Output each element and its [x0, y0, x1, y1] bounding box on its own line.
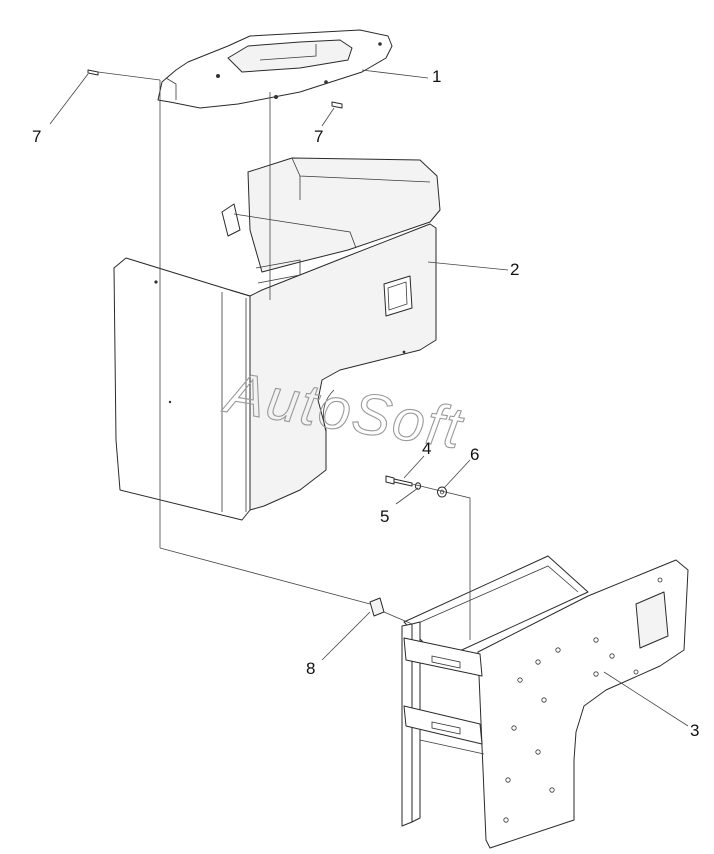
part-3-mounting-frame	[401, 555, 689, 849]
part-8-clip-nut	[369, 597, 385, 617]
part-1-top-cover	[157, 29, 393, 109]
callout-2: 2	[510, 260, 519, 279]
callout-7-right: 7	[314, 127, 323, 146]
part-4-bolt	[385, 475, 413, 487]
part-2-main-cover	[113, 157, 441, 521]
callout-7-left: 7	[32, 127, 41, 146]
callout-5: 5	[380, 507, 389, 526]
callout-6: 6	[470, 445, 479, 464]
callout-leaders	[49, 69, 689, 727]
part-7-screw-left	[87, 69, 99, 76]
callout-1: 1	[432, 67, 441, 86]
callout-4: 4	[422, 439, 431, 458]
assembly-guide-lines	[97, 71, 471, 640]
callout-3: 3	[690, 721, 699, 740]
callout-8: 8	[306, 659, 315, 678]
part-7-screw-right	[331, 101, 343, 109]
